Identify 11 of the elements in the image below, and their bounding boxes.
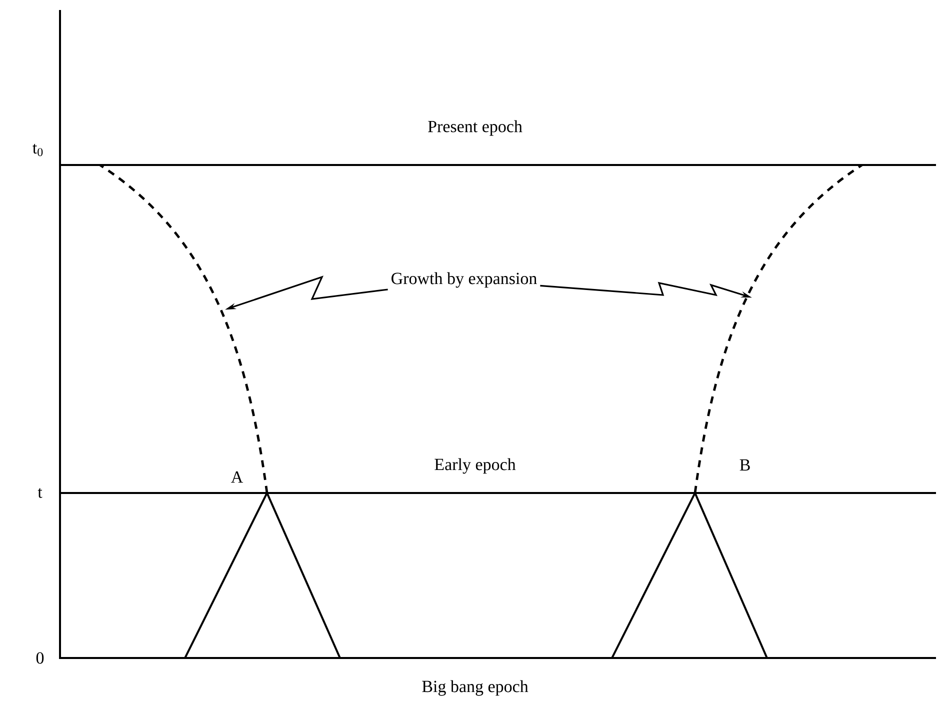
point-label: B <box>740 459 750 471</box>
text-label: Present epoch <box>428 120 522 136</box>
text-label: Early epoch <box>434 458 516 474</box>
dashed-curve <box>694 164 863 494</box>
axis-label: 0 <box>36 652 44 664</box>
text-label: Big bang epoch <box>422 680 528 696</box>
axis-label: t$_{0}$ <box>32 144 43 156</box>
axis-label: t <box>38 488 42 498</box>
dashed-curve <box>99 164 268 494</box>
text-label: Growth by expansion <box>392 272 537 288</box>
point-label: A <box>231 471 244 483</box>
